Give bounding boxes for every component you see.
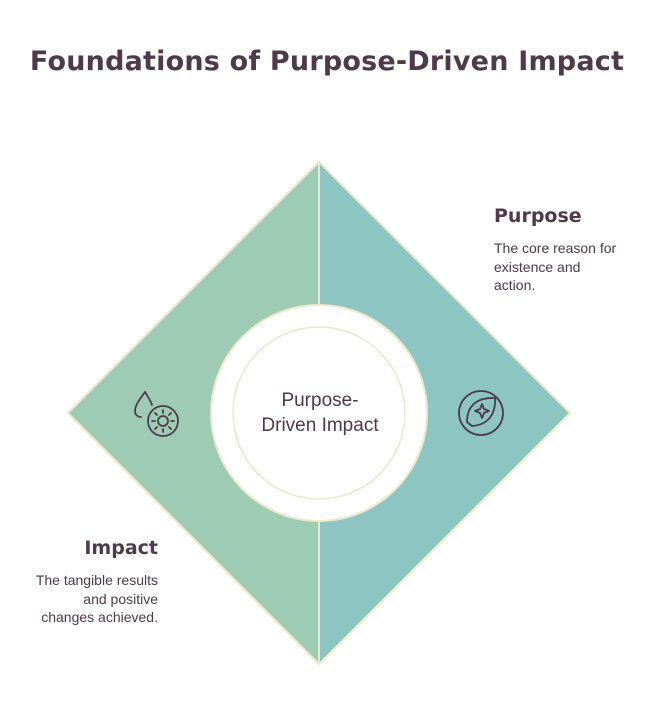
center-label: Purpose- Driven Impact bbox=[261, 390, 379, 436]
purpose-heading: Purpose bbox=[494, 205, 582, 227]
diagram-title: Foundations of Purpose-Driven Impact bbox=[29, 46, 625, 77]
impact-description-line: and positive bbox=[83, 590, 158, 607]
impact-description-line: changes achieved. bbox=[41, 609, 158, 625]
drop-gear-icon bbox=[134, 391, 179, 437]
purpose-description: The core reason for existence and action… bbox=[494, 239, 616, 295]
impact-description: The tangible results and positive change… bbox=[36, 571, 158, 627]
purpose-description-line: action. bbox=[494, 277, 536, 293]
purpose-half bbox=[319, 162, 570, 664]
impact-heading: Impact bbox=[84, 537, 158, 559]
purpose-description-line: existence and bbox=[494, 258, 581, 275]
impact-half bbox=[68, 162, 319, 664]
leaf-sparkle-icon bbox=[458, 390, 504, 436]
purpose-description-line: The core reason for bbox=[494, 240, 617, 256]
center-inner-ring bbox=[232, 326, 406, 500]
impact-description-line: The tangible results bbox=[35, 572, 158, 588]
center-circle bbox=[210, 304, 428, 522]
